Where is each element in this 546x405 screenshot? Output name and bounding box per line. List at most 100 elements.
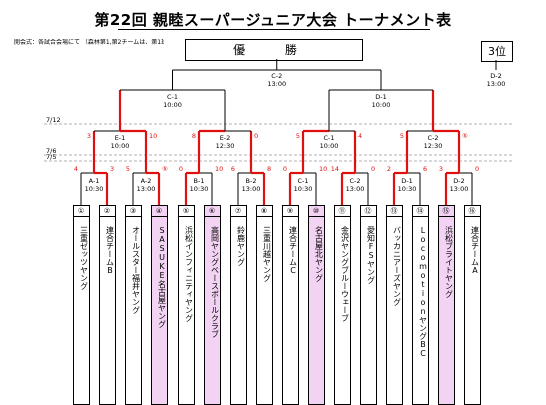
team-number: ⑥ bbox=[204, 206, 220, 217]
team-number: ⑪ bbox=[334, 206, 350, 217]
team-name: 浜松インフィニティヤング bbox=[184, 226, 194, 322]
team-number: ① bbox=[73, 206, 89, 217]
r1-2-score-left: 5 bbox=[126, 165, 130, 173]
team-15: ⑮ 浜松ブライトヤング bbox=[437, 205, 455, 405]
team-name: 連合チームC bbox=[288, 226, 298, 275]
team-name: 高岡ヤングベースボールクラブ bbox=[210, 226, 220, 338]
third-match-time: 13:00 bbox=[487, 80, 506, 88]
team-7: ⑦ 鈴鹿ヤング bbox=[229, 205, 247, 405]
qf4-match-code: C-2 bbox=[427, 134, 438, 142]
r1-5-score-left: 0 bbox=[283, 165, 287, 173]
third-place-box: 3位 bbox=[481, 41, 513, 62]
r1-1-match-code: A-1 bbox=[89, 177, 100, 185]
r1-8-match-time: 13:00 bbox=[450, 185, 469, 193]
r1-1-score-left: 4 bbox=[74, 165, 78, 173]
r1-5-match-time: 10:30 bbox=[294, 185, 313, 193]
r1-2-score-right: ⑤ bbox=[162, 165, 168, 173]
date-label-d1: 7/12 bbox=[46, 116, 61, 124]
r1-3-score-right: 10 bbox=[215, 165, 223, 173]
date-label-d3: 7/5 bbox=[46, 153, 56, 161]
team-name: オールスター福井ヤング bbox=[131, 226, 141, 314]
qf2-match-code: E-2 bbox=[220, 134, 231, 142]
r1-6-score-left: 14 bbox=[331, 165, 339, 173]
r1-7-match-time: 10:30 bbox=[398, 185, 417, 193]
team-4: ④ SASUKE名古屋ヤング bbox=[150, 205, 168, 405]
final-match-code: C-2 bbox=[271, 72, 282, 80]
r1-1-match-time: 10:30 bbox=[85, 185, 104, 193]
team-number: ③ bbox=[125, 206, 141, 217]
qf3-match-time: 10:00 bbox=[320, 142, 339, 150]
r1-6-match-code: C-2 bbox=[349, 177, 360, 185]
date-label-d2: 7/6 bbox=[46, 147, 56, 155]
team-number: ⑦ bbox=[230, 206, 246, 217]
team-name: 連合チームA bbox=[470, 226, 480, 275]
team-number: ② bbox=[99, 206, 115, 217]
title-underline bbox=[118, 29, 430, 30]
team-name: 鈴鹿ヤング bbox=[236, 226, 246, 266]
r1-8-score-right: 0 bbox=[475, 165, 479, 173]
r1-6-match-time: 13:00 bbox=[346, 185, 365, 193]
r1-5-match-code: C-1 bbox=[297, 177, 308, 185]
r1-1-score-right: 3 bbox=[110, 165, 114, 173]
r1-2-match-code: A-2 bbox=[141, 177, 152, 185]
r1-4-match-time: 13:00 bbox=[242, 185, 261, 193]
r1-3-match-time: 10:30 bbox=[190, 185, 209, 193]
team-number: ⑯ bbox=[464, 206, 480, 217]
team-number: ⑤ bbox=[178, 206, 194, 217]
team-1: ① 三重ゼッツヤング bbox=[72, 205, 90, 405]
qf4-score-right: ⑤ bbox=[462, 132, 468, 140]
team-3: ③ オールスター福井ヤング bbox=[124, 205, 142, 405]
team-13: ⑬ バッカニアーズヤング bbox=[385, 205, 403, 405]
team-name: バッカニアーズヤング bbox=[392, 226, 402, 306]
r1-7-match-code: D-1 bbox=[401, 177, 413, 185]
team-16: ⑯ 連合チームA bbox=[463, 205, 481, 405]
team-number: ⑮ bbox=[438, 206, 454, 217]
qf3-match-code: C-1 bbox=[323, 134, 334, 142]
team-number: ⑩ bbox=[308, 206, 324, 217]
team-name: LocomotionヤングBC bbox=[418, 226, 428, 358]
ceremony-note: 開会式：各試合会場にて （森林第1,第2チームは、第1球場にて実施） bbox=[14, 39, 164, 46]
qf1-match-code: E-1 bbox=[115, 134, 126, 142]
r1-4-match-code: B-2 bbox=[246, 177, 257, 185]
team-name: 名古屋北ヤング bbox=[314, 226, 324, 282]
team-name: 三重ゼッツヤング bbox=[79, 226, 89, 290]
sf2-match-time: 10:00 bbox=[372, 101, 391, 109]
r1-7-score-right: 6 bbox=[423, 165, 427, 173]
qf1-match-time: 10:00 bbox=[111, 142, 130, 150]
team-name: 愛知FSヤング bbox=[366, 226, 376, 284]
team-name: 三重川越ヤング bbox=[262, 226, 272, 282]
champion-box: 優 勝 bbox=[185, 39, 363, 61]
qf1-score-left: 3 bbox=[87, 132, 91, 140]
qf4-score-left: 5 bbox=[400, 132, 404, 140]
final-match-time: 13:00 bbox=[267, 80, 286, 88]
qf2-score-right: 0 bbox=[254, 132, 258, 140]
team-6: ⑥ 高岡ヤングベースボールクラブ bbox=[203, 205, 221, 405]
r1-3-score-left: 0 bbox=[179, 165, 183, 173]
qf2-score-left: 8 bbox=[192, 132, 196, 140]
team-name: SASUKE名古屋ヤング bbox=[157, 226, 167, 328]
third-match-code: D-2 bbox=[490, 72, 502, 80]
qf1-score-right: 10 bbox=[149, 132, 157, 140]
r1-8-score-left: 3 bbox=[439, 165, 443, 173]
r1-8-match-code: D-2 bbox=[453, 177, 465, 185]
qf2-match-time: 12:30 bbox=[216, 142, 235, 150]
team-name: 金沢ヤングブルーウェーブ bbox=[340, 226, 350, 322]
team-number: ④ bbox=[151, 206, 167, 217]
r1-2-match-time: 13:00 bbox=[137, 185, 156, 193]
page-title: 第22回 親睦スーパージュニア大会 トーナメント表 bbox=[94, 11, 452, 29]
team-5: ⑤ 浜松インフィニティヤング bbox=[177, 205, 195, 405]
sf1-match-code: C-1 bbox=[167, 93, 178, 101]
team-number: ⑬ bbox=[386, 206, 402, 217]
qf4-match-time: 12:30 bbox=[424, 142, 443, 150]
r1-5-score-right: 10 bbox=[319, 165, 327, 173]
team-name: 浜松ブライトヤング bbox=[444, 226, 454, 298]
sf1-match-time: 10:00 bbox=[163, 101, 182, 109]
team-number: ⑭ bbox=[412, 206, 428, 217]
r1-4-score-right: 8 bbox=[267, 165, 271, 173]
qf3-score-left: 5 bbox=[296, 132, 300, 140]
